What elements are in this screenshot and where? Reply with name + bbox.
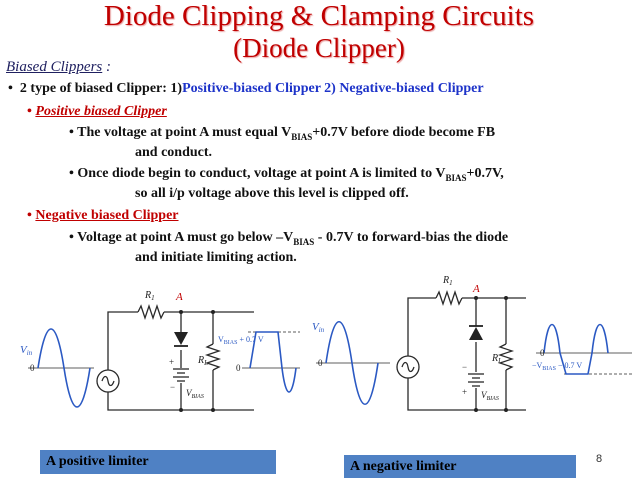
bullet-pos-1-cont: and conduct.	[135, 145, 213, 160]
vbias-label: VBIAS	[186, 388, 204, 400]
pos1-text-a: The voltage at point A must equal V	[77, 125, 292, 140]
resistor-r1	[137, 303, 165, 321]
vbias-label: VBIAS	[481, 390, 499, 402]
slide-subtitle: (Diode Clipper)	[233, 33, 405, 63]
ac-source-symbol	[401, 361, 415, 373]
positive-limiter-diagram: Vin 0 R1 A RL + − VBIAS VBIAS + 0.7 V 0	[20, 290, 300, 412]
neg1-sub: BIAS	[293, 236, 315, 247]
node-a-label: A	[472, 283, 480, 295]
types-positive: Positive-biased Clipper	[182, 81, 321, 96]
caption-positive-limiter: A positive limiter	[40, 450, 276, 474]
wire-left-top	[107, 311, 138, 370]
node-bottom-dot	[474, 408, 478, 412]
pos1-sub: BIAS	[291, 131, 313, 142]
bullet-types: • 2 type of biased Clipper: 1)Positive-b…	[8, 81, 484, 96]
vin-zero: 0	[318, 358, 323, 368]
negative-limiter-diagram: Vin 0 R1 A RL − + VBIAS −VBIAS − 0.7 V 0	[312, 275, 632, 412]
battery-minus: −	[170, 382, 175, 392]
rl-label: RL	[197, 355, 208, 367]
resistor-rl	[497, 343, 515, 371]
negative-title: Negative biased Clipper	[35, 208, 179, 223]
wire-bottom	[107, 392, 254, 411]
pos1-text-b: +0.7V before diode become FB	[312, 125, 496, 140]
resistor-r1	[435, 289, 463, 307]
types-negative: 2) Negative-biased Clipper	[320, 81, 484, 96]
node-bottom-dot	[179, 408, 183, 412]
slide-title: Diode Clipping & Clamping Circuits	[103, 0, 535, 32]
battery-minus: −	[462, 362, 467, 372]
bullet-pos-2-cont: so all i/p voltage above this level is c…	[135, 186, 409, 201]
bullet-neg-1-cont: and initiate limiting action.	[135, 250, 297, 265]
diode-symbol	[174, 332, 188, 345]
neg1-text-a: Voltage at point A must go below –V	[77, 230, 294, 245]
r1-label: R1	[442, 275, 453, 287]
battery-plus: +	[169, 357, 174, 367]
pos2-text-a: Once diode begin to conduct, voltage at …	[77, 166, 446, 181]
input-sine-wave	[37, 328, 91, 408]
node-a-dot	[474, 296, 478, 300]
output-zero: 0	[540, 348, 545, 358]
vin-label: Vin	[312, 321, 325, 334]
node-rl-bottom-dot	[504, 408, 508, 412]
vin-zero: 0	[30, 363, 35, 373]
rl-label: RL	[491, 353, 502, 365]
node-rl-top-dot	[504, 296, 508, 300]
bullet-neg-1: • Voltage at point A must go below –VBIA…	[69, 230, 509, 247]
output-zero: 0	[236, 363, 241, 373]
bullet-pos-1: • The voltage at point A must equal VBIA…	[69, 125, 496, 142]
wire-left-top	[407, 297, 436, 356]
bullet-pos-2: • Once diode begin to conduct, voltage a…	[69, 166, 504, 183]
output-clipped-wave	[543, 323, 609, 375]
node-rl-top-dot	[211, 310, 215, 314]
page-number: 8	[596, 453, 603, 465]
pos2-text-b: +0.7V,	[466, 166, 504, 181]
section-heading-label: Biased Clippers	[6, 59, 103, 75]
bullet-positive-title: • Positive biased Clipper	[27, 104, 167, 119]
pos2-sub: BIAS	[445, 172, 467, 183]
ac-source-symbol	[101, 375, 115, 387]
output-level-label: −VBIAS − 0.7 V	[532, 361, 582, 372]
types-prefix: 2 type of biased Clipper: 1)	[19, 81, 183, 96]
output-level-label: VBIAS + 0.7 V	[218, 335, 264, 346]
node-rl-bottom-dot	[211, 408, 215, 412]
resistor-rl	[204, 343, 222, 371]
bullet-negative-title: • Negative biased Clipper	[27, 208, 179, 223]
caption-negative-limiter: A negative limiter	[344, 455, 576, 478]
neg1-text-b: - 0.7V to forward-bias the diode	[314, 230, 509, 245]
node-a-label: A	[175, 291, 183, 303]
section-heading: Biased Clippers :	[6, 59, 111, 76]
input-sine-wave	[325, 320, 379, 406]
section-heading-colon: :	[102, 59, 111, 75]
node-a-dot	[179, 310, 183, 314]
output-clipped-wave	[249, 331, 297, 393]
wire-bottom	[407, 378, 526, 411]
r1-label: R1	[144, 290, 155, 302]
diode-symbol	[469, 327, 483, 340]
battery-plus: +	[462, 387, 467, 397]
positive-title: Positive biased Clipper	[35, 104, 167, 119]
vin-label: Vin	[20, 344, 33, 357]
